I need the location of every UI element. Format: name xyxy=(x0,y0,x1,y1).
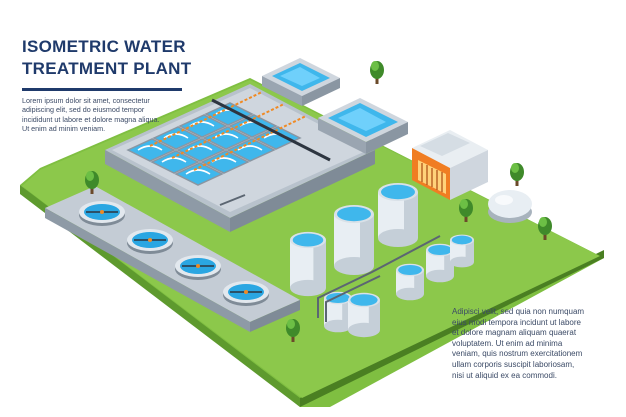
filter-pool xyxy=(202,126,252,150)
orange-pipe xyxy=(149,91,263,147)
tree xyxy=(85,171,99,194)
orange-pipe xyxy=(193,115,307,171)
description-line: ullam corporis suscipit laboriosam, xyxy=(452,359,575,369)
intro-line: incididunt ut labore et dolore magna ali… xyxy=(22,114,160,124)
storage-tank xyxy=(396,263,424,301)
title-underline xyxy=(22,88,182,91)
intro-line: adipiscing elit, sed do eiusmod tempor xyxy=(22,105,145,115)
intro-line: Ut enim ad minim veniam. xyxy=(22,124,106,134)
clarifier xyxy=(127,229,173,254)
trees xyxy=(85,61,552,342)
storage-tank xyxy=(348,292,380,338)
storage-tank xyxy=(334,205,374,275)
tree xyxy=(370,61,384,84)
description-line: veniam, quis nostrum exercitationem xyxy=(452,349,583,359)
control-building xyxy=(412,130,488,200)
dome-tank xyxy=(488,190,532,223)
bridge-beam xyxy=(211,98,331,162)
page-title: ISOMETRIC WATER TREATMENT PLANT xyxy=(22,36,191,80)
top-pool-b xyxy=(318,98,408,154)
orange-pipe xyxy=(171,103,285,159)
tree xyxy=(459,199,473,222)
storage-tank xyxy=(290,231,326,297)
description-paragraph: Adipisci velit, sed quia non numquam eiu… xyxy=(452,307,612,381)
title-line-2: TREATMENT PLANT xyxy=(22,59,192,78)
pipe-rack xyxy=(219,194,441,322)
storage-tanks xyxy=(290,183,474,338)
storage-tank xyxy=(324,291,352,333)
storage-tank xyxy=(378,183,418,247)
description-line: Adipisci velit, sed quia non numquam xyxy=(452,307,585,316)
title-line-1: ISOMETRIC WATER xyxy=(22,37,186,56)
intro-paragraph: Lorem ipsum dolor sit amet, consectetur … xyxy=(22,96,192,134)
filter-pool xyxy=(152,126,202,150)
clarifier xyxy=(175,255,221,280)
top-pool-a xyxy=(262,58,340,106)
clarifier-tanks xyxy=(79,201,269,306)
description-line: eius modi tempora incidunt ut labore xyxy=(452,317,581,327)
tree xyxy=(538,217,552,240)
description-line: et dolore magnam aliquam quaerat xyxy=(452,328,577,338)
intro-line: Lorem ipsum dolor sit amet, consectetur xyxy=(22,96,150,105)
description-line: nisi ut aliquid ex ea commodi. xyxy=(452,370,557,380)
description-line: voluptatem. Ut enim ad minima xyxy=(452,338,563,348)
storage-tank xyxy=(426,243,454,283)
storage-tank xyxy=(450,234,474,268)
filter-pool xyxy=(174,162,224,186)
clarifier xyxy=(223,281,269,306)
tree xyxy=(510,163,524,186)
tree xyxy=(286,319,300,342)
clarifier xyxy=(79,201,125,226)
filter-pool-grid xyxy=(126,91,331,186)
